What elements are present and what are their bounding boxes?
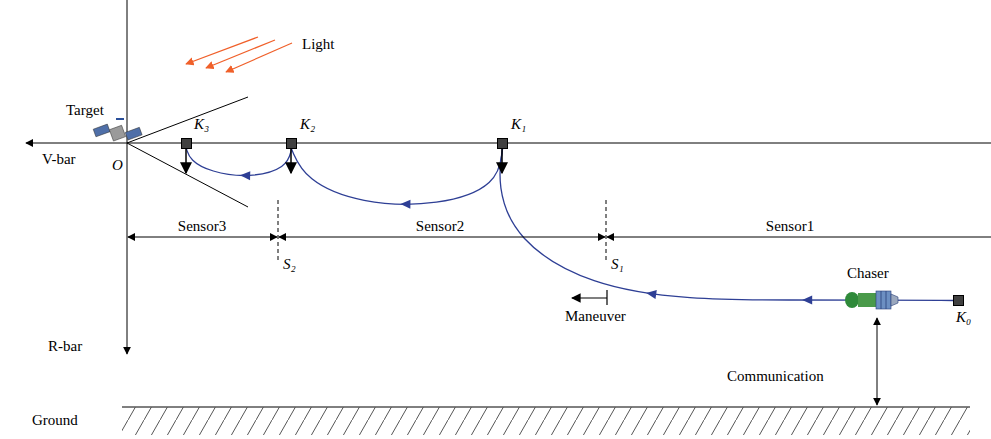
sensor-range-label: Sensor2 <box>416 218 464 235</box>
origin-label: O <box>112 157 123 174</box>
illustration <box>26 0 991 435</box>
sensor-cone-line <box>127 143 248 207</box>
communication-label: Communication <box>727 368 824 385</box>
chaser-label: Chaser <box>847 265 889 282</box>
boundary-label: S₁ <box>611 256 624 273</box>
waypoint-marker: K₁ <box>497 138 508 149</box>
arrow-head <box>240 171 250 180</box>
chaser-nozzle <box>891 294 898 306</box>
target-satellite <box>93 119 142 141</box>
axis-label: R-bar <box>48 338 82 355</box>
boundary-dashed-line <box>606 200 607 262</box>
trajectory-group <box>187 149 954 305</box>
chaser-module <box>858 293 876 307</box>
light-ray <box>186 37 258 64</box>
dimension-line <box>128 237 277 238</box>
waypoint-label: K₁ <box>511 116 526 133</box>
approach-trajectory <box>500 149 953 301</box>
axis-label: V-bar <box>42 151 76 168</box>
maneuver-arrow <box>572 297 607 298</box>
target-label: Target <box>66 102 104 119</box>
communication-arrow <box>877 318 878 405</box>
solar-panel <box>93 124 110 137</box>
satellite-body <box>109 125 125 141</box>
waypoint-marker: K₂ <box>286 138 297 149</box>
velocity-arrow <box>185 149 187 173</box>
ground-hatching <box>122 407 970 435</box>
arrow-head <box>400 200 410 209</box>
approach-trajectory <box>292 149 503 204</box>
sensor-range-label: Sensor3 <box>178 218 226 235</box>
approach-trajectory <box>187 149 292 175</box>
boundary-label: S₂ <box>283 256 296 273</box>
light-label: Light <box>302 36 335 53</box>
solar-panel <box>125 127 142 140</box>
ground-label: Ground <box>32 412 78 429</box>
chaser-stripe <box>881 291 882 309</box>
chaser-stripe <box>886 291 887 309</box>
sensor-range-label: Sensor1 <box>766 218 814 235</box>
dimension-line <box>279 237 605 238</box>
satellite-antenna <box>116 118 124 120</box>
r-bar-axis <box>127 0 128 354</box>
maneuver-tick <box>606 290 607 305</box>
waypoint-marker: K₀ <box>953 295 964 306</box>
waypoint-marker: K₃ <box>181 138 192 149</box>
maneuver-label: Maneuver <box>565 308 626 325</box>
waypoint-label: K₂ <box>300 116 315 133</box>
light-ray <box>206 40 275 68</box>
waypoint-label: K₀ <box>956 309 971 326</box>
velocity-arrow <box>290 149 292 173</box>
v-bar-axis <box>26 143 991 144</box>
velocity-arrow <box>501 149 503 173</box>
waypoint-label: K₃ <box>194 116 209 133</box>
dimension-line <box>607 237 991 238</box>
boundary-dashed-line <box>278 200 279 262</box>
chaser-module <box>845 292 859 308</box>
chaser-body <box>876 291 891 309</box>
sensor-cone-line <box>127 97 248 143</box>
arrow-head <box>802 296 812 305</box>
light-ray <box>226 43 292 72</box>
chaser-spacecraft <box>845 291 898 309</box>
arrow-head <box>646 289 657 299</box>
